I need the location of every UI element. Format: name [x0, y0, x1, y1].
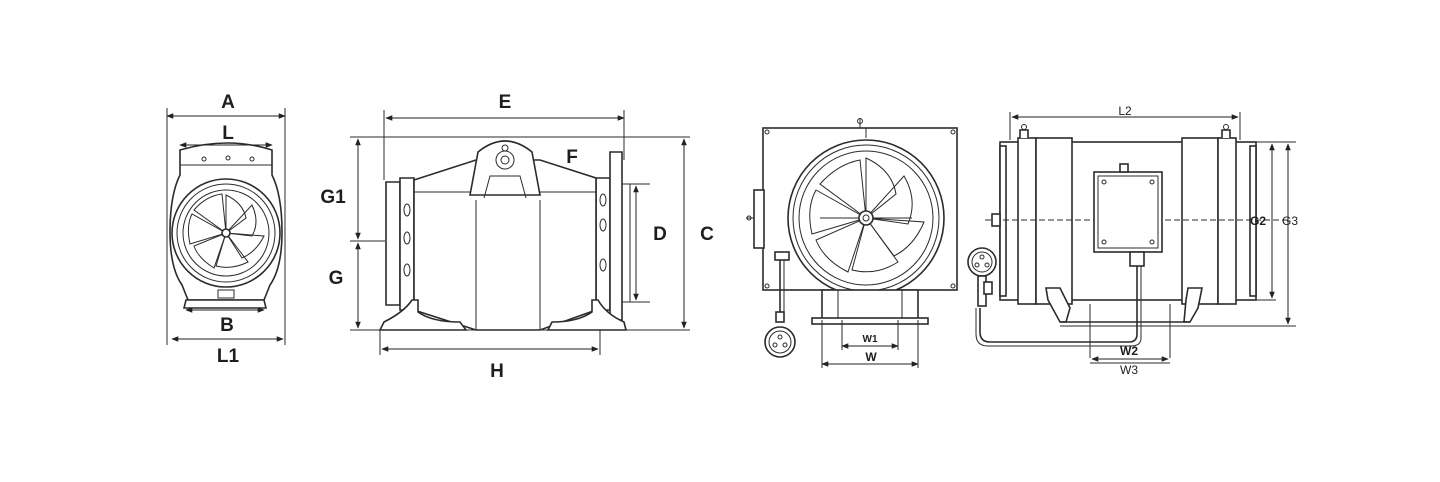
dim-label-l1: L1: [217, 346, 240, 367]
dim-label-w: W: [865, 350, 877, 364]
dim-label-b: B: [220, 315, 234, 336]
dim-label-e: E: [499, 92, 512, 113]
dim-label-w2: W2: [1120, 344, 1138, 358]
dim-label-h: H: [490, 361, 504, 382]
terminal-plug-icon: [764, 311, 796, 358]
dim-label-w1: W1: [863, 334, 878, 345]
industrial-side-view: L2 G2 G3 W2 W3: [967, 104, 1298, 377]
dim-label-d: D: [653, 224, 667, 245]
dim-label-w3: W3: [1120, 363, 1138, 377]
dim-label-l: L: [222, 123, 234, 144]
dim-label-g2: G2: [1250, 214, 1266, 228]
dim-label-a: A: [221, 92, 235, 113]
dim-label-g3: G3: [1282, 214, 1298, 228]
terminal-plug-icon-side: [967, 247, 997, 307]
industrial-front-view: W1 W: [746, 118, 958, 368]
dim-label-f: F: [566, 147, 578, 168]
dim-label-c: C: [700, 224, 714, 245]
fan-impeller-icon: [187, 193, 265, 269]
dim-label-l2: L2: [1118, 104, 1132, 118]
dim-label-g: G: [329, 268, 344, 289]
side-view: E F G1 G D C H: [320, 92, 714, 382]
dim-label-g1: G1: [320, 187, 346, 208]
front-view: A L B L1: [166, 92, 286, 367]
fan-impeller-icon-large: [809, 157, 925, 273]
